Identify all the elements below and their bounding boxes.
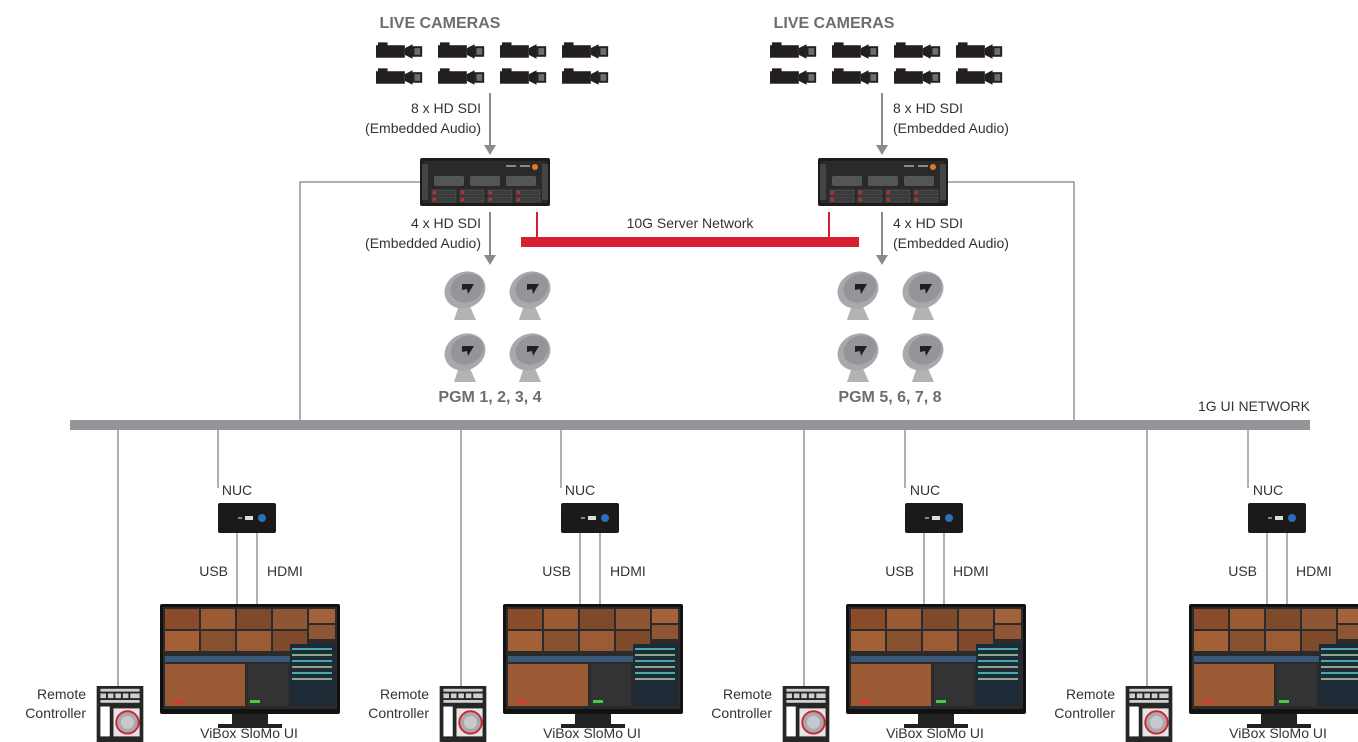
right-input-arrow-head — [876, 145, 888, 155]
nuc-label: NUC — [910, 482, 940, 498]
right-input-label-2: (Embedded Audio) — [893, 120, 1009, 136]
usb-label: USB — [1228, 563, 1257, 579]
hdmi-label: HDMI — [1296, 563, 1332, 579]
remote-label-1: Remote — [37, 686, 86, 702]
ui-network-label: 1G UI NETWORK — [1198, 398, 1311, 414]
left-input-arrow-head — [484, 145, 496, 155]
usb-label: USB — [199, 563, 228, 579]
left-output-label-2: (Embedded Audio) — [365, 235, 481, 251]
station-labels-2: NUC USB HDMI Remote Controller ViBox Slo… — [711, 482, 988, 741]
ui-label: ViBox SloMo UI — [886, 725, 984, 741]
ui-label: ViBox SloMo UI — [1229, 725, 1327, 741]
hdmi-label: HDMI — [953, 563, 989, 579]
ui-label: ViBox SloMo UI — [200, 725, 298, 741]
remote-label-2: Controller — [368, 705, 429, 721]
left-input-label-1: 8 x HD SDI — [411, 100, 481, 116]
remote-label-1: Remote — [723, 686, 772, 702]
station-labels-3: NUC USB HDMI Remote Controller ViBox Slo… — [1054, 482, 1331, 741]
station-labels-0: NUC USB HDMI Remote Controller ViBox Slo… — [25, 482, 302, 741]
left-input-label-2: (Embedded Audio) — [365, 120, 481, 136]
nuc-label: NUC — [222, 482, 252, 498]
usb-label: USB — [542, 563, 571, 579]
ui-label: ViBox SloMo UI — [543, 725, 641, 741]
server-network-label: 10G Server Network — [627, 215, 755, 231]
left-server-ui-link — [299, 181, 420, 420]
remote-label-2: Controller — [25, 705, 86, 721]
left-cameras-title: LIVE CAMERAS — [380, 15, 501, 32]
server-network-bar — [521, 237, 859, 247]
right-output-label-1: 4 x HD SDI — [893, 215, 963, 231]
remote-label-2: Controller — [1054, 705, 1115, 721]
remote-label-2: Controller — [711, 705, 772, 721]
right-server-ui-link — [948, 181, 1075, 420]
left-output-arrow-head — [484, 255, 496, 265]
left-pgm-label: PGM 1, 2, 3, 4 — [438, 389, 541, 406]
right-pgm-label: PGM 5, 6, 7, 8 — [838, 389, 941, 406]
right-input-label-1: 8 x HD SDI — [893, 100, 963, 116]
usb-label: USB — [885, 563, 914, 579]
remote-label-1: Remote — [380, 686, 429, 702]
right-output-label-2: (Embedded Audio) — [893, 235, 1009, 251]
right-output-arrow-head — [876, 255, 888, 265]
ui-network-bar — [70, 420, 1310, 430]
right-cameras-title: LIVE CAMERAS — [774, 15, 895, 32]
remote-label-1: Remote — [1066, 686, 1115, 702]
station-labels-1: NUC USB HDMI Remote Controller ViBox Slo… — [368, 482, 645, 741]
hdmi-label: HDMI — [610, 563, 646, 579]
nuc-label: NUC — [1253, 482, 1283, 498]
left-output-label-1: 4 x HD SDI — [411, 215, 481, 231]
nuc-label: NUC — [565, 482, 595, 498]
hdmi-label: HDMI — [267, 563, 303, 579]
